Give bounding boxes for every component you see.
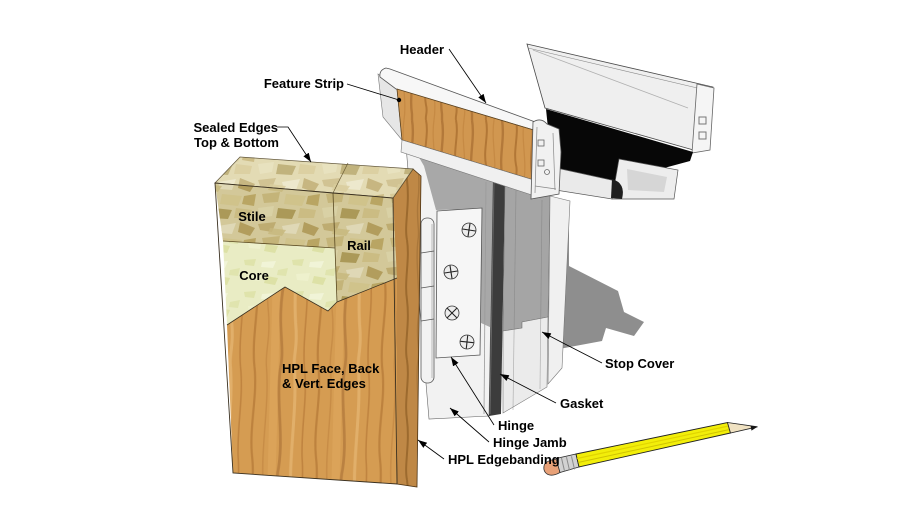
screw-icon [461, 222, 477, 238]
screw-icon [459, 334, 475, 350]
frame-extrusion [526, 43, 715, 200]
stile-core-seam [222, 240, 336, 249]
stop-cover-shadow [502, 183, 551, 332]
pencil-facet-2 [577, 429, 730, 463]
hinge-barrel [420, 217, 435, 384]
gasket-highlight [489, 181, 495, 415]
sill-channel-dark [611, 179, 623, 199]
label-hpl-face-line1: HPL Face, Back [282, 361, 380, 376]
leader-hinge [450, 356, 495, 426]
pencil-illustration [543, 421, 758, 476]
hinge-plate [435, 207, 483, 359]
stop-cover-seam-2 [539, 199, 543, 390]
door-slab [214, 156, 422, 488]
front-osb-shading [215, 183, 397, 302]
knuckle-line-3 [420, 318, 435, 322]
extrusion-end-cap [691, 83, 715, 154]
header-assembly [377, 67, 562, 200]
leader-sealed-edges [277, 126, 312, 163]
label-hpl-face-line2: & Vert. Edges [282, 376, 366, 391]
hinge [420, 207, 483, 384]
stile-rail-seam [332, 192, 336, 249]
leader-gasket [499, 373, 557, 404]
cast-shadow [559, 203, 644, 349]
profile-wall-line-2 [552, 132, 556, 191]
screw-icon [444, 305, 460, 321]
ferrule-crimp-2 [566, 457, 570, 471]
label-hinge-jamb: Hinge Jamb [493, 435, 567, 450]
pencil-wood-tip [726, 422, 758, 434]
leader-lines [277, 48, 603, 460]
edgebanding-face [392, 168, 422, 488]
leader-feature-strip [346, 83, 402, 103]
leader-hinge-jamb [449, 407, 490, 443]
jamb-seam [483, 181, 487, 415]
label-core: Core [239, 268, 269, 283]
label-hpl-edgebanding: HPL Edgebanding [448, 452, 560, 467]
end-cap-hook [698, 116, 707, 125]
pencil-facet [576, 425, 729, 460]
knuckle-line-2 [420, 285, 435, 289]
leader-header [448, 48, 487, 104]
label-stop-cover: Stop Cover [605, 356, 674, 371]
profile-hook-2 [537, 159, 545, 167]
sill-channel-interior [627, 169, 667, 192]
pencil-graphite [750, 425, 758, 431]
hinge-screws [443, 222, 477, 350]
profile-screw-boss [544, 169, 550, 175]
end-cap-hook-2 [698, 131, 707, 140]
label-hinge: Hinge [498, 418, 534, 433]
knuckle-line [420, 250, 435, 254]
profile-shelf-line [534, 185, 557, 190]
extrusion-fold-line [532, 49, 689, 109]
label-gasket: Gasket [560, 396, 604, 411]
ferrule-crimp-3 [571, 456, 575, 470]
jamb-edge-strip [547, 195, 571, 385]
top-face-seam [332, 162, 349, 194]
profile-hook [537, 139, 545, 147]
top-face-sheen [215, 157, 413, 198]
label-stile: Stile [238, 209, 265, 224]
core-face [223, 241, 337, 325]
label-header: Header [400, 42, 444, 57]
label-feature-strip: Feature Strip [264, 76, 344, 91]
profile-wall-line [534, 126, 538, 194]
rail-face [333, 193, 397, 302]
label-sealed-edges-line1: Sealed Edges [193, 120, 278, 135]
leader-stop-cover [541, 331, 603, 364]
stop-cover-seam [512, 189, 517, 411]
screw-icon [443, 264, 459, 280]
door-front-outline [214, 182, 398, 485]
hpl-face [227, 278, 397, 484]
ferrule-crimp [561, 457, 565, 472]
extrusion-hem-line [527, 47, 711, 92]
label-sealed-edges-line2: Top & Bottom [194, 135, 279, 150]
extrusion-interior [546, 109, 693, 181]
label-rail: Rail [347, 238, 371, 253]
stile-face [215, 183, 335, 248]
jamb-shadow [406, 135, 493, 328]
leader-hpl-edgebanding [417, 439, 445, 460]
core-rail-seam [334, 247, 338, 303]
hpl-torn-edge [226, 277, 398, 326]
pencil-eraser [543, 458, 561, 476]
labels: Header Feature Strip Sealed Edges Top & … [193, 42, 674, 467]
